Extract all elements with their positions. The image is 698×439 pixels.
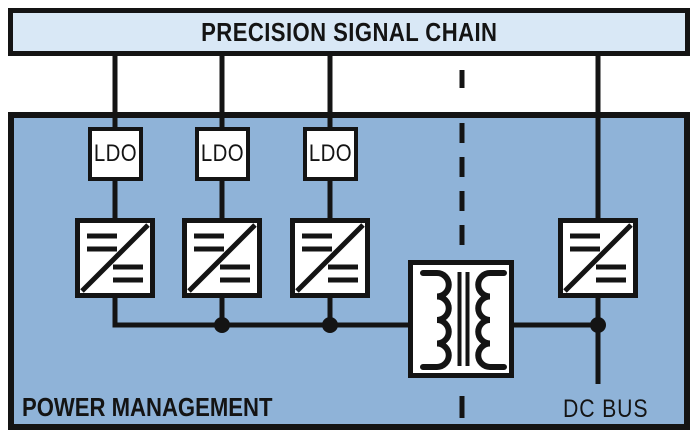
ldo-label: LDO xyxy=(93,140,138,167)
dc-dc-converter-block-1 xyxy=(75,218,155,298)
ldo-block-2: LDO xyxy=(195,127,250,181)
ldo-block-3: LDO xyxy=(303,127,358,181)
dc-dc-converter-icon xyxy=(187,223,257,293)
dc-dc-converter-icon xyxy=(563,223,633,293)
dc-dc-converter-block-4 xyxy=(558,218,638,298)
dc-dc-converter-icon xyxy=(80,223,150,293)
precision-signal-chain-label: PRECISION SIGNAL CHAIN xyxy=(200,16,498,47)
transformer-block xyxy=(408,260,514,378)
isolation-transformer-icon xyxy=(420,270,507,370)
ldo-block-1: LDO xyxy=(88,127,143,181)
dc-bus-label: DC BUS xyxy=(563,395,649,423)
power-management-label: POWER MANAGEMENT xyxy=(22,392,273,422)
ldo-label: LDO xyxy=(308,140,353,167)
precision-signal-chain-bar: PRECISION SIGNAL CHAIN xyxy=(8,8,690,56)
dc-dc-converter-block-2 xyxy=(182,218,262,298)
dc-dc-converter-icon xyxy=(295,223,365,293)
ldo-label: LDO xyxy=(200,140,245,167)
dc-dc-converter-block-3 xyxy=(290,218,370,298)
